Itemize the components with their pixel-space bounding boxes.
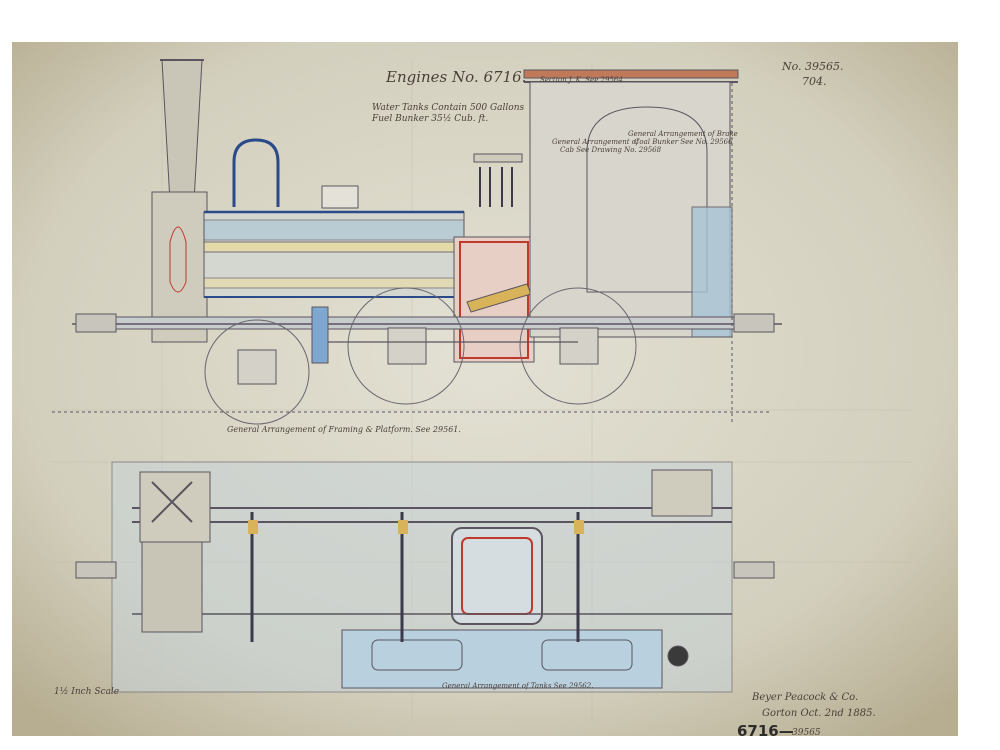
plan-caption: General Arrangement of Tanks See 29562. [442,682,594,690]
scale-note: 1½ Inch Scale [54,687,120,697]
tank-capacity-note: Water Tanks Contain 500 Gallons [372,103,525,113]
drawing-reference-number: No. 39565. [782,60,844,73]
brake-arrangement-note-2: Coal Bunker See No. 29566 [634,138,733,146]
elevation-caption: General Arrangement of Framing & Platfor… [227,425,461,434]
cab-arrangement-note-2: Cab See Drawing No. 29568 [560,146,662,154]
archive-stamp-number: 6716— [737,722,794,740]
maker-signature: Beyer Peacock & Co. [752,692,859,703]
cab-arrangement-note-1: General Arrangement of [552,138,639,146]
archive-stamp-sub: 39565 [792,728,821,738]
side-elevation [52,59,782,425]
locomotive-drawing [12,42,958,736]
plan-view [75,461,775,693]
drawing-reference-sub: 704. [802,75,827,88]
drawing-date: Gorton Oct. 2nd 1885. [762,708,876,719]
bunker-capacity-note: Fuel Bunker 35½ Cub. ft. [372,114,489,124]
brake-arrangement-note-1: General Arrangement of Brake [628,130,738,138]
drawing-title: Engines No. 6716. [386,68,527,86]
blueprint-sheet: Engines No. 6716. Water Tanks Contain 50… [12,42,958,740]
section-label: Section J. K. See 29564. [540,76,626,84]
